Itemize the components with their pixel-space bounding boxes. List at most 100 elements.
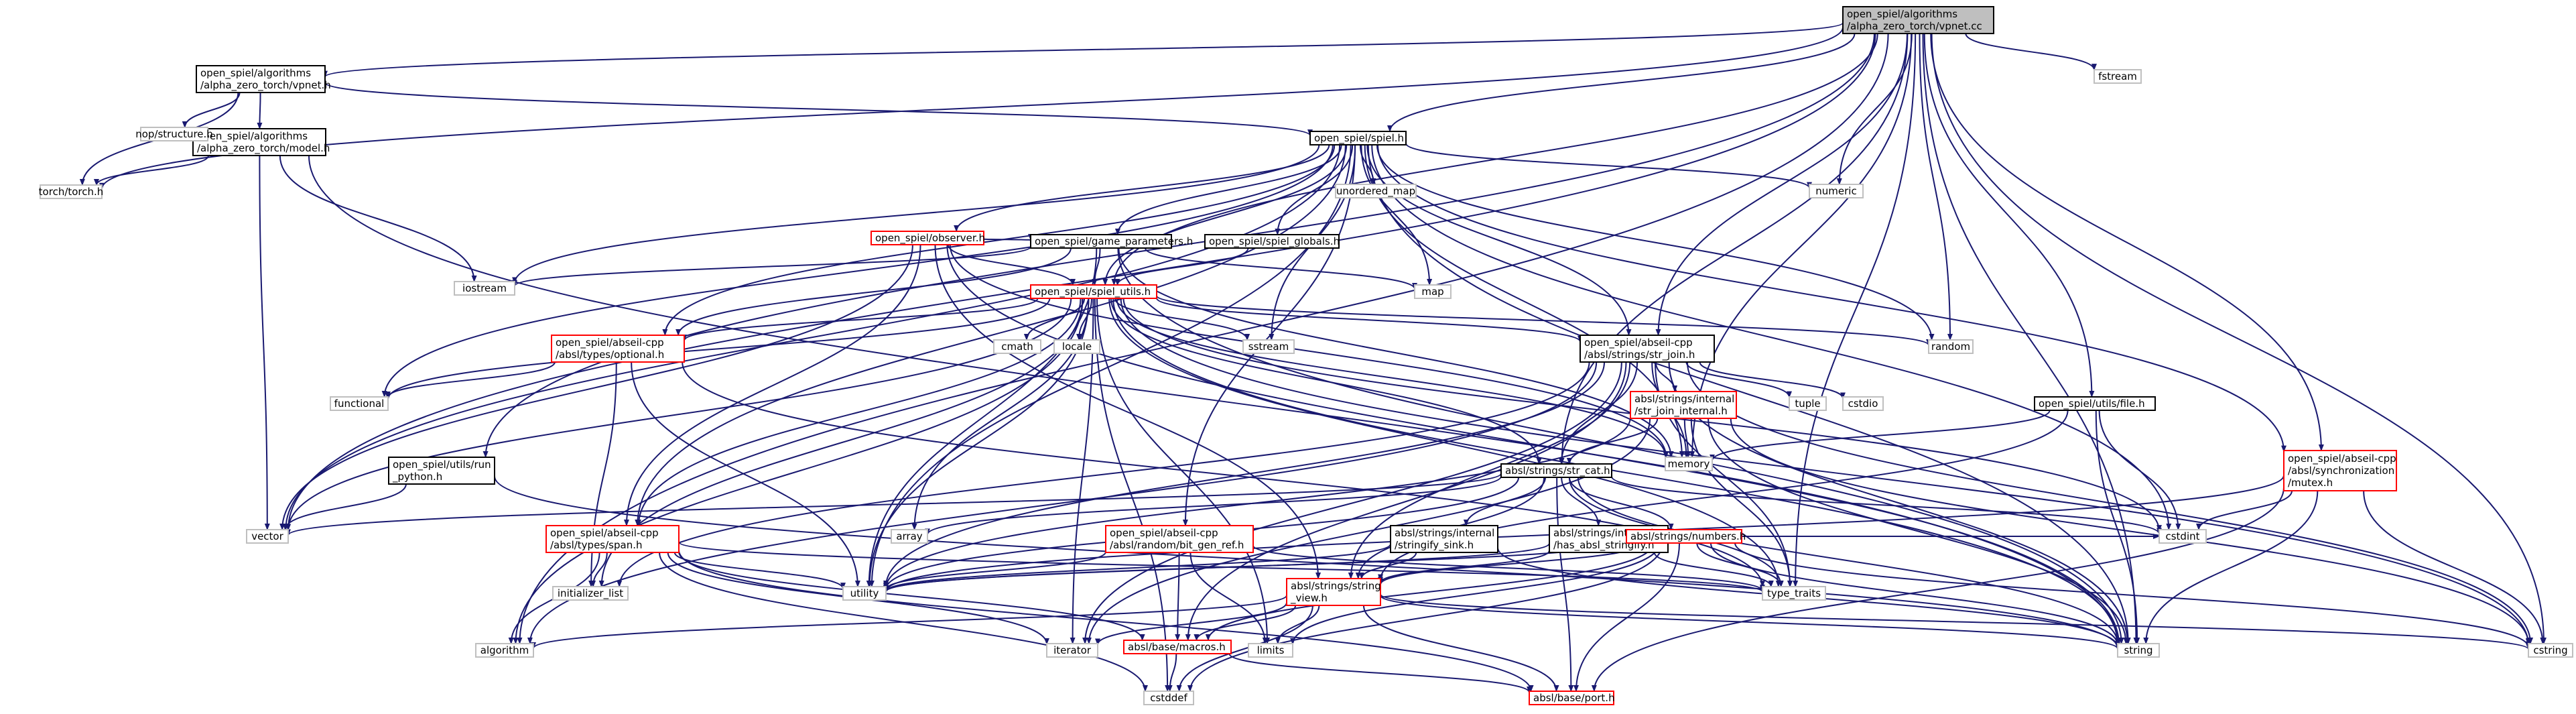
node-bit-gen-ref-h[interactable]: open_spiel/abseil-cpp/absl/random/bit_ge… xyxy=(1105,525,1254,553)
node-numbers-h[interactable]: absl/strings/numbers.h xyxy=(1626,529,1746,544)
node-game-params-h[interactable]: open_spiel/game_parameters.h xyxy=(1030,234,1193,249)
edge-str_join_h-to-utility xyxy=(883,361,1605,587)
node-optional-h[interactable]: open_spiel/abseil-cpp/absl/types/optiona… xyxy=(551,335,685,363)
node-label: absl/base/port.h xyxy=(1533,692,1615,704)
edge-string_view_h-to-cstddef xyxy=(1176,605,1313,692)
node-label: cstdio xyxy=(1848,398,1878,410)
node-box xyxy=(454,281,515,296)
edge-spiel_h-to-map xyxy=(1360,144,1433,286)
node-str-join-internal-h[interactable]: absl/strings/internal/str_join_internal.… xyxy=(1630,391,1737,419)
node-torch-h: torch/torch.h xyxy=(39,184,103,199)
node-spiel-globals-h[interactable]: open_spiel/spiel_globals.h xyxy=(1204,234,1340,249)
node-box xyxy=(192,128,326,156)
node-label: /absl/synchronization xyxy=(2288,465,2394,477)
edge-game_params_h-to-optional_h xyxy=(675,247,1072,336)
node-label: type_traits xyxy=(1767,587,1821,600)
node-stringify-sink-h[interactable]: absl/strings/internal/stringify_sink.h xyxy=(1390,525,1498,553)
edge-stringify_sink_h-to-string_view_h xyxy=(1358,552,1417,579)
node-box xyxy=(1630,391,1737,419)
node-label: open_spiel/spiel_globals.h xyxy=(1209,235,1340,248)
node-label: /mutex.h xyxy=(2288,477,2333,489)
edge-str_cat_h-to-port_h xyxy=(1556,477,1574,692)
node-run-python-h[interactable]: open_spiel/utils/run_python.h xyxy=(388,457,495,485)
node-limits: limits xyxy=(1248,643,1293,658)
node-observer-h[interactable]: open_spiel/observer.h xyxy=(871,231,985,245)
edge-optional_h-to-utility xyxy=(631,361,860,587)
node-cmath: cmath xyxy=(993,339,1041,354)
edge-string_view_h-to-algorithm xyxy=(531,595,1287,649)
edge-root-to-mutex_h xyxy=(1930,33,2324,451)
node-label: locale xyxy=(1062,341,1092,353)
edge-mutex_h-to-cstdint xyxy=(2196,490,2293,530)
node-box xyxy=(1390,525,1498,553)
edge-mutex_h-to-cstring xyxy=(2363,490,2546,644)
node-label: iterator xyxy=(1053,644,1092,656)
edge-spiel_utils_h-to-str_cat_h xyxy=(1110,298,1542,465)
node-macros-h[interactable]: absl/base/macros.h xyxy=(1123,640,1232,654)
node-cstdint: cstdint xyxy=(2159,529,2207,544)
edge-root-to-type_traits xyxy=(1793,33,1917,587)
edge-model_h-to-torch_h xyxy=(94,155,210,186)
node-box xyxy=(1500,463,1612,478)
node-label: /absl/random/bit_gen_ref.h xyxy=(1110,539,1244,552)
edge-game_params_h-to-map xyxy=(1145,247,1417,290)
node-model-h[interactable]: open_spiel/algorithms/alpha_zero_torch/m… xyxy=(192,128,330,156)
edge-observer_h-to-memory xyxy=(949,244,1669,458)
node-file-h[interactable]: open_spiel/utils/file.h xyxy=(2034,396,2156,411)
node-port-h[interactable]: absl/base/port.h xyxy=(1529,691,1615,705)
edge-spiel_h-to-game_params_h xyxy=(1114,144,1342,235)
node-vpnet-h[interactable]: open_spiel/algorithms/alpha_zero_torch/v… xyxy=(196,65,331,93)
node-box xyxy=(1626,529,1742,544)
node-box xyxy=(2034,396,2156,411)
edge-spiel_utils_h-to-random xyxy=(1156,295,1931,346)
edge-str_cat_h-to-vector xyxy=(285,473,1502,536)
edge-spiel_utils_h-to-locale xyxy=(1076,298,1092,341)
node-mutex-h[interactable]: open_spiel/abseil-cpp/absl/synchronizati… xyxy=(2283,450,2397,491)
node-label: algorithm xyxy=(480,644,529,656)
node-vector: vector xyxy=(246,529,289,544)
edge-numbers_h-to-string xyxy=(1710,542,2120,646)
edge-game_params_h-to-iostream xyxy=(512,246,1031,287)
node-root[interactable]: open_spiel/algorithms/alpha_zero_torch/v… xyxy=(1842,6,1994,34)
node-box xyxy=(1842,6,1994,34)
node-box xyxy=(40,184,103,199)
node-label: open_spiel/spiel.h xyxy=(1314,132,1404,145)
edge-root-to-fstream xyxy=(1965,33,2097,71)
edge-numbers_h-to-type_traits xyxy=(1696,542,1784,587)
node-str-join-h[interactable]: open_spiel/abseil-cpp/absl/strings/str_j… xyxy=(1580,335,1715,363)
edge-root-to-vector xyxy=(285,33,1876,531)
node-box xyxy=(1335,184,1417,198)
node-array: array xyxy=(891,529,928,544)
node-label: functional xyxy=(334,398,385,410)
edge-root-to-file_h xyxy=(1923,33,2095,398)
node-label: _view.h xyxy=(1290,592,1328,605)
node-string-view-h[interactable]: absl/strings/string_view.h xyxy=(1286,578,1381,606)
node-box xyxy=(1030,234,1172,249)
node-label: map xyxy=(1421,286,1443,298)
edge-spiel_h-to-functional xyxy=(381,144,1334,398)
node-label: /absl/types/optional.h xyxy=(556,349,664,361)
node-random: random xyxy=(1928,339,1974,354)
node-box xyxy=(1105,525,1254,553)
node-label: open_spiel/spiel_utils.h xyxy=(1035,286,1151,298)
node-iterator: iterator xyxy=(1046,643,1098,658)
node-map: map xyxy=(1414,284,1452,299)
node-fstream: fstream xyxy=(2094,69,2142,84)
edge-spiel_utils_h-to-cstring xyxy=(1120,298,2531,646)
edge-root-to-cstring xyxy=(1931,33,2547,644)
node-label: fstream xyxy=(2098,70,2137,82)
edge-string_view_h-to-macros_h xyxy=(1194,605,1297,641)
node-str-cat-h[interactable]: absl/strings/str_cat.h xyxy=(1500,463,1612,478)
edge-root-to-vpnet_h xyxy=(322,22,1844,78)
edge-root-to-numeric xyxy=(1836,33,1913,185)
node-string: string xyxy=(2117,643,2160,658)
node-spiel-h[interactable]: open_spiel/spiel.h xyxy=(1309,131,1407,145)
edge-str_cat_h-to-stringify_sink_h xyxy=(1463,477,1547,526)
edge-spiel_utils_h-to-vector xyxy=(285,298,1072,531)
edge-root-to-memory xyxy=(1689,33,1913,458)
node-unordered-map: unordered_map xyxy=(1335,184,1417,198)
edge-spiel_h-to-bit_gen_ref_h xyxy=(1182,144,1356,526)
node-span-h[interactable]: open_spiel/abseil-cpp/absl/types/span.h xyxy=(545,525,680,553)
node-spiel-utils-h[interactable]: open_spiel/spiel_utils.h xyxy=(1030,284,1157,299)
edge-str_join_internal_h-to-string xyxy=(1708,418,2129,644)
